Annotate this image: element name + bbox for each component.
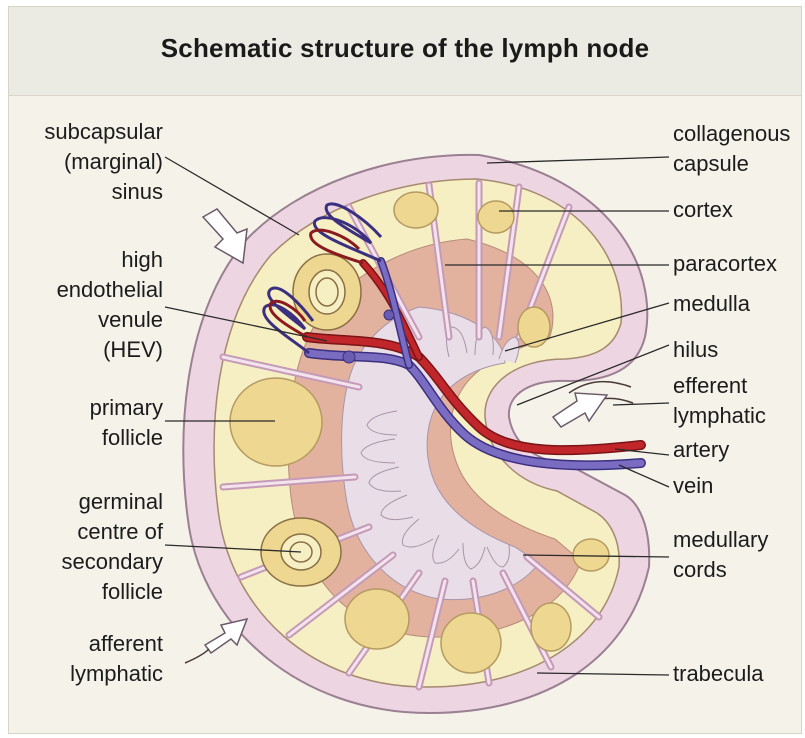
label-line: medullary — [673, 525, 768, 555]
label-line: secondary — [61, 547, 163, 577]
label-line: efferent — [673, 371, 766, 401]
lymph-node-diagram — [9, 7, 801, 733]
label-line: sinus — [44, 177, 163, 207]
label-line: venule — [57, 305, 163, 335]
afferent-arrow-icon — [203, 209, 247, 263]
label-line: primary — [90, 393, 163, 423]
label-line: afferent — [70, 629, 163, 659]
label-line: germinal — [61, 487, 163, 517]
label-paracortex: paracortex — [673, 249, 777, 279]
label-line: endothelial — [57, 275, 163, 305]
label-cortex: cortex — [673, 195, 733, 225]
hev-node-icon — [384, 310, 394, 320]
label-line: lymphatic — [673, 401, 766, 431]
label-line: centre of — [61, 517, 163, 547]
label-medulla: medulla — [673, 289, 750, 319]
label-collagenous-capsule: collagenous capsule — [673, 119, 790, 179]
label-subcapsular-sinus: subcapsular (marginal) sinus — [44, 117, 163, 207]
label-primary-follicle: primary follicle — [90, 393, 163, 453]
label-line: subcapsular — [44, 117, 163, 147]
label-artery: artery — [673, 435, 729, 465]
afferent-vessel — [185, 649, 209, 663]
label-afferent-lymphatic: afferent lymphatic — [70, 629, 163, 689]
hev-node-icon — [343, 351, 355, 363]
label-line: follicle — [61, 577, 163, 607]
efferent-arrow-icon — [553, 393, 607, 427]
label-efferent-lymphatic: efferent lymphatic — [673, 371, 766, 431]
label-hilus: hilus — [673, 335, 718, 365]
lymph-node — [183, 155, 649, 713]
label-trabecula: trabecula — [673, 659, 764, 689]
label-line: follicle — [90, 423, 163, 453]
label-medullary-cords: medullary cords — [673, 525, 768, 585]
label-line: capsule — [673, 149, 790, 179]
afferent-arrow-icon — [205, 619, 247, 653]
slide-panel: Schematic structure of the lymph node — [8, 6, 802, 734]
label-hev: high endothelial venule (HEV) — [57, 245, 163, 365]
label-line: (marginal) — [44, 147, 163, 177]
label-line: (HEV) — [57, 335, 163, 365]
label-line: collagenous — [673, 119, 790, 149]
label-line: high — [57, 245, 163, 275]
label-line: cords — [673, 555, 768, 585]
label-line: lymphatic — [70, 659, 163, 689]
label-vein: vein — [673, 471, 713, 501]
label-germinal-centre: germinal centre of secondary follicle — [61, 487, 163, 607]
